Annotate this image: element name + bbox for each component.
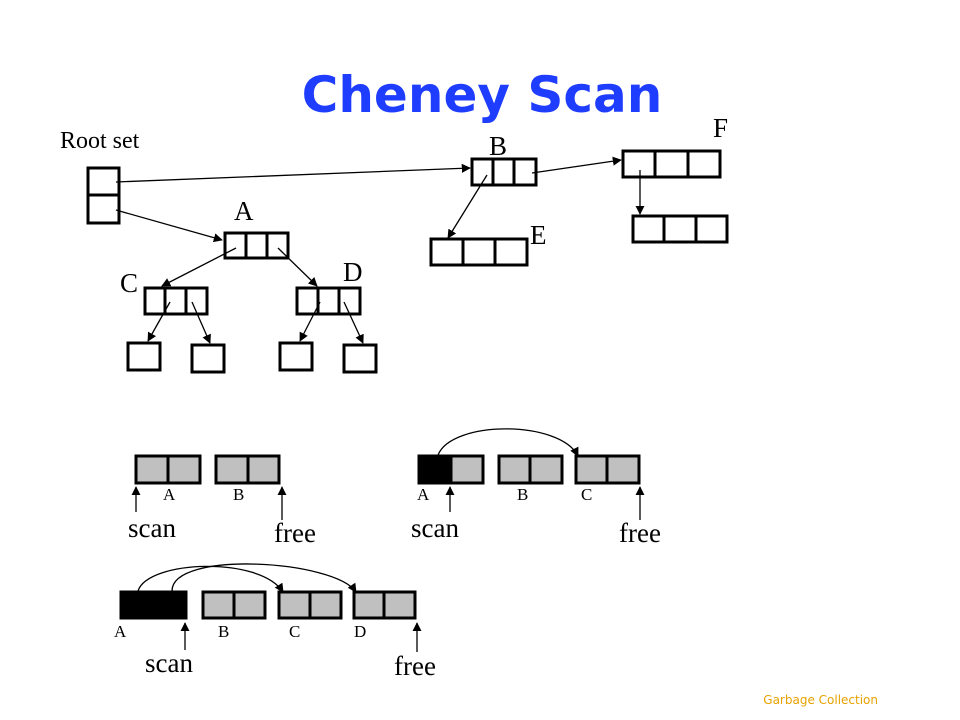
snapshot-3-label-c: C — [289, 622, 300, 641]
edge-root-b — [115, 163, 471, 183]
edge-c-leaf2 — [191, 301, 211, 344]
node-f — [621, 149, 722, 179]
snapshot-3-label-d: D — [354, 622, 366, 641]
snapshot-2-object-c — [574, 454, 641, 485]
node-label-e: E — [530, 220, 547, 250]
snapshot-3-object-d — [352, 590, 417, 620]
edge-root-a — [115, 209, 223, 243]
snapshot-2-free-label: free — [619, 518, 661, 548]
node-label-c: C — [120, 268, 138, 298]
snapshot-1-free-label: free — [274, 518, 316, 548]
snapshot-2-label-a: A — [417, 485, 430, 504]
snapshot-3-object-b — [201, 590, 267, 620]
edge-b-e — [447, 174, 488, 239]
edge-d-leaf2 — [343, 301, 364, 344]
snapshot-3-object-c — [277, 590, 343, 620]
leaf-box-d1 — [278, 341, 314, 372]
snapshot-3-label-a: A — [114, 622, 127, 641]
root-set-box — [86, 166, 121, 225]
edge-a-d — [277, 247, 318, 287]
snapshot-3-label-b: B — [218, 622, 229, 641]
node-d — [295, 286, 362, 316]
snapshot-2-scan-label: scan — [411, 513, 459, 543]
node-e — [429, 237, 529, 267]
node-b — [470, 157, 538, 187]
slide-title: Cheney Scan — [302, 66, 663, 124]
snapshot-3-scan-label: scan — [145, 648, 193, 678]
snapshot-3-forward-arc-a-c — [137, 565, 284, 593]
node-label-a: A — [234, 196, 254, 226]
snapshot-2-forward-arc-a-c — [437, 428, 579, 457]
graph-edges — [115, 156, 645, 344]
node-a — [223, 231, 290, 260]
snapshot-3-free-label: free — [394, 651, 436, 681]
snapshot-3-forward-arc-a-d — [171, 563, 357, 593]
snapshot-2-label-c: C — [581, 485, 592, 504]
snapshot-1-label-a: A — [163, 485, 176, 504]
snapshot-1-object-a — [134, 454, 202, 485]
snapshot-1-scan-label: scan — [128, 513, 176, 543]
node-c — [143, 286, 209, 316]
snapshot-2-label-b: B — [517, 485, 528, 504]
snapshot-1: A B scan free — [128, 454, 316, 548]
leaf-box-c1 — [126, 341, 162, 372]
edge-d-leaf1 — [299, 301, 321, 342]
root-set-label: Root set — [60, 128, 140, 154]
edge-b-f — [531, 156, 622, 174]
snapshot-2-object-b — [497, 454, 564, 485]
node-label-b: B — [489, 131, 507, 161]
footer-text: Garbage Collection — [763, 693, 878, 707]
node-f-child — [631, 214, 729, 244]
edge-a-c — [161, 247, 237, 287]
snapshot-1-object-b — [214, 454, 281, 485]
snapshot-3: A B C D scan free — [114, 563, 436, 681]
snapshot-2: A B C scan free — [411, 428, 661, 548]
snapshot-3-object-a — [119, 590, 188, 620]
snapshot-2-object-a — [417, 454, 485, 485]
snapshot-1-label-b: B — [233, 485, 244, 504]
node-label-f: F — [713, 113, 728, 143]
leaf-box-c2 — [190, 343, 226, 374]
node-label-d: D — [343, 257, 363, 287]
leaf-boxes — [126, 341, 378, 374]
leaf-box-d2 — [342, 343, 378, 374]
edge-c-leaf1 — [147, 301, 171, 342]
